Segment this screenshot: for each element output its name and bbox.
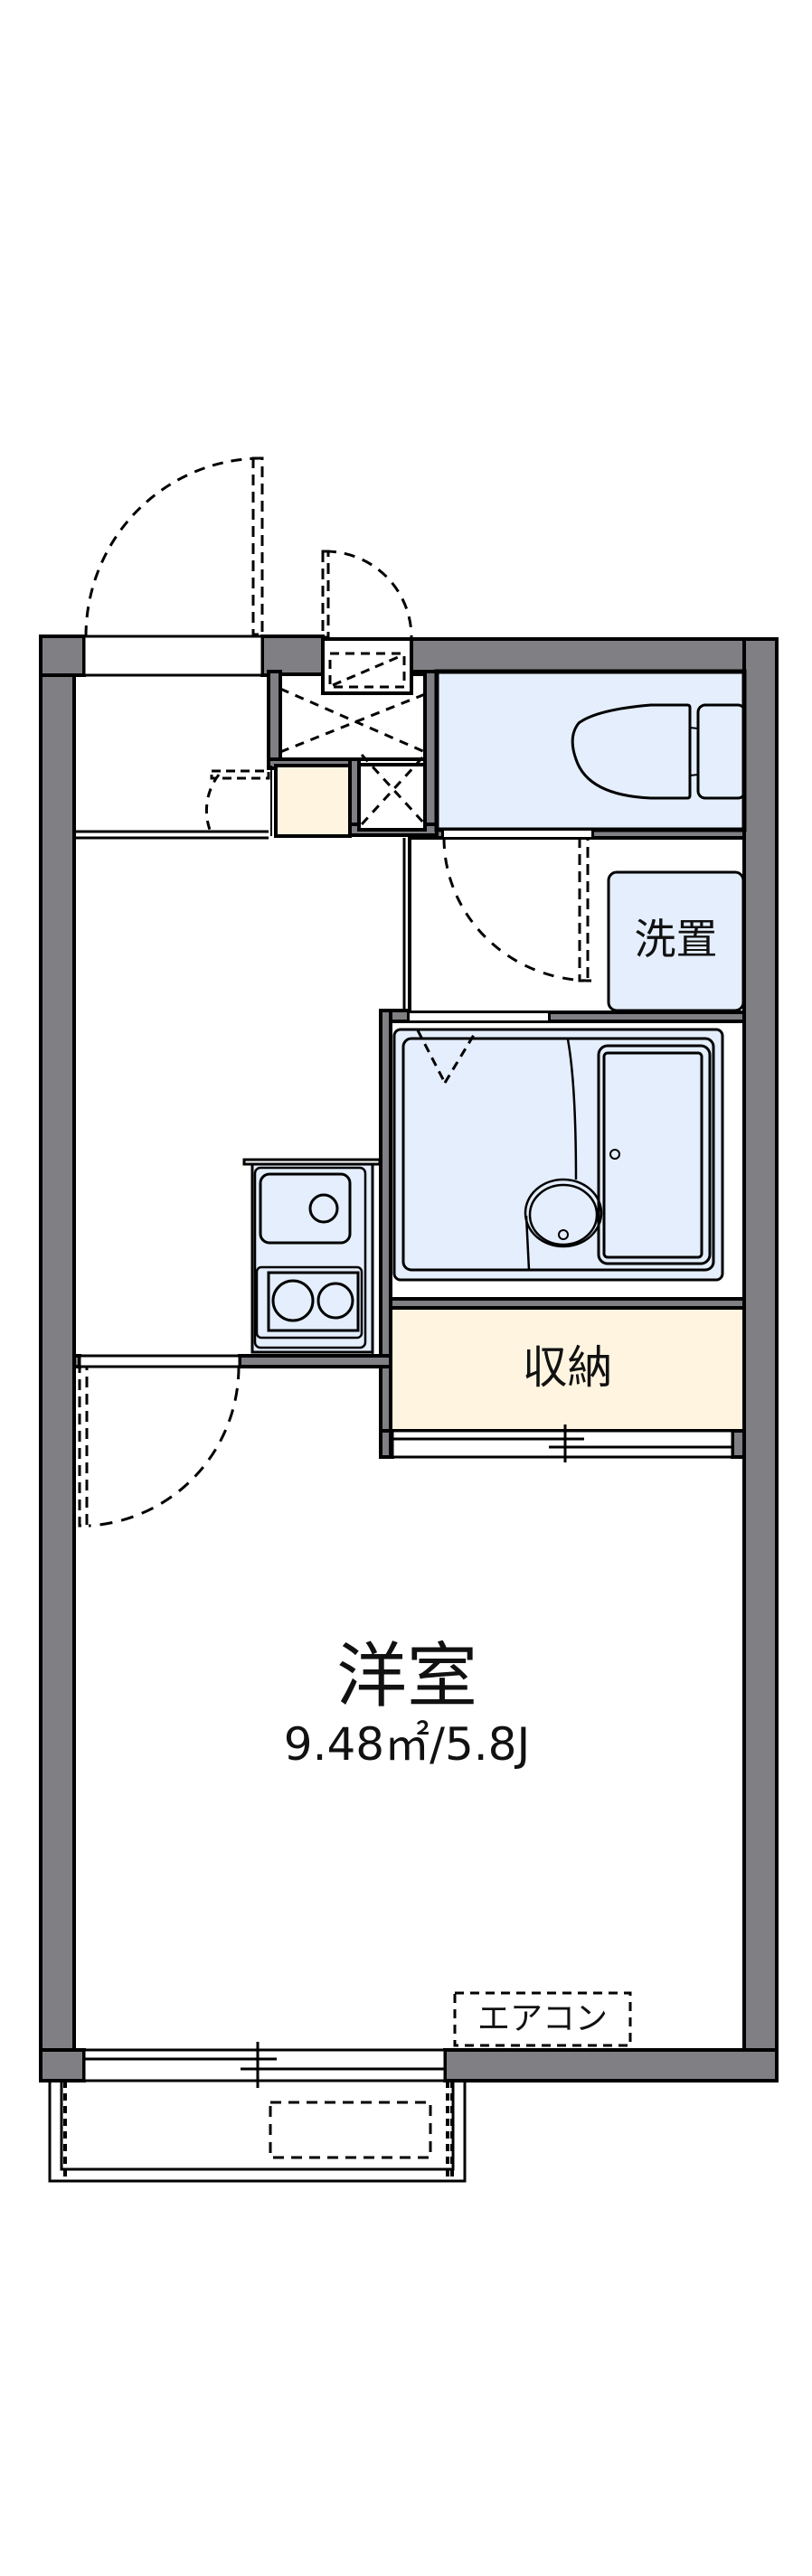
storage-label: 収納 — [522, 1341, 613, 1394]
pipe-shaft — [279, 637, 427, 832]
burner-left — [271, 1279, 315, 1322]
shoe-cabinet — [204, 764, 352, 838]
storage-closet — [389, 1306, 746, 1462]
room-name: 洋室 — [335, 1636, 477, 1717]
sink-drain — [308, 1193, 339, 1224]
washer-space-label: 洗置 — [634, 915, 718, 964]
walls — [39, 635, 779, 2082]
kitchen-sink — [259, 1172, 352, 1245]
storage-sliding-door[interactable] — [391, 1424, 734, 1462]
air-conditioner-label: エアコン — [477, 2000, 608, 2037]
outdoor-unit — [269, 2101, 432, 2159]
bath-door[interactable] — [416, 1029, 478, 1084]
toilet-room — [434, 669, 747, 832]
entrance-door[interactable] — [84, 456, 264, 637]
washroom — [408, 829, 746, 1014]
wash-basin — [524, 1178, 603, 1248]
balcony — [48, 2079, 467, 2183]
burner-right — [316, 1282, 354, 1320]
room-door[interactable] — [78, 1354, 241, 1528]
kitchen — [242, 1158, 382, 1356]
entrance — [74, 635, 269, 840]
bathtub — [597, 1044, 712, 1265]
air-conditioner — [453, 1991, 632, 2047]
room-area: 9.48㎡/5.8J — [283, 1718, 531, 1771]
toilet-bowl — [571, 703, 692, 800]
stove — [255, 1265, 364, 1340]
bathroom — [389, 1011, 746, 1301]
